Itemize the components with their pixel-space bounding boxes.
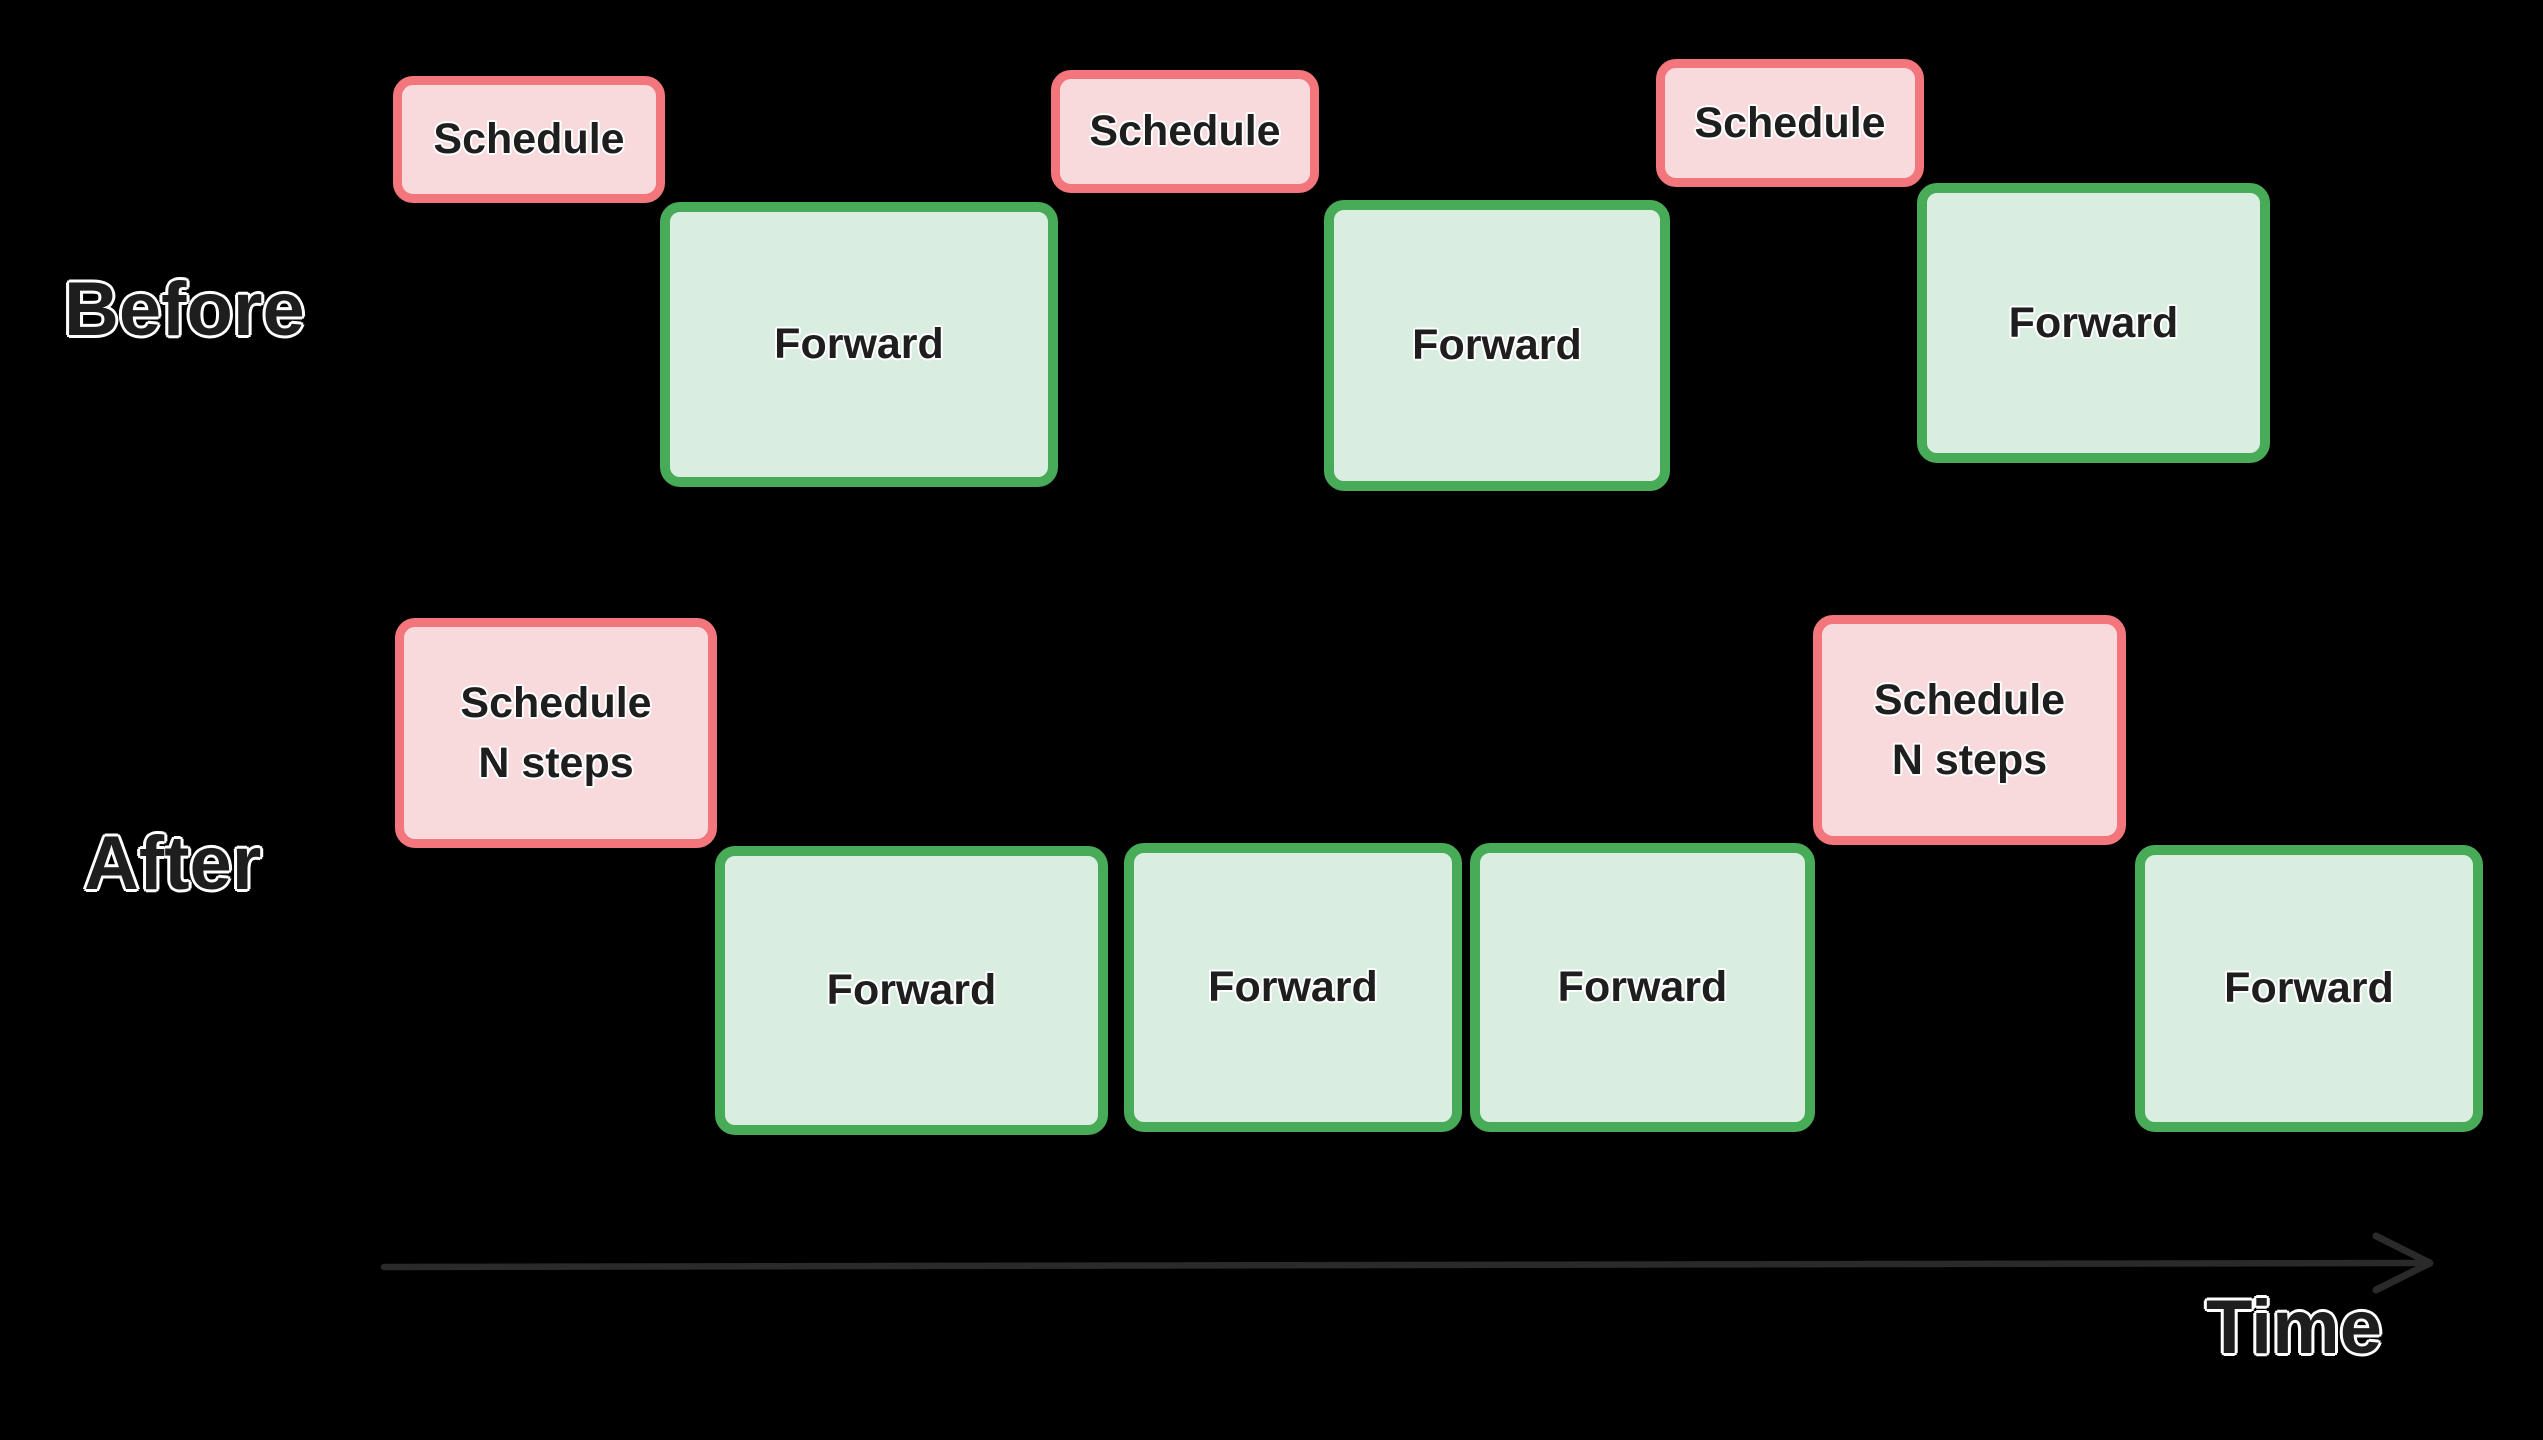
box-label: Schedule <box>1694 98 1886 147</box>
box-label: Forward <box>1208 963 1378 1012</box>
schedule-box: Schedule N steps <box>395 618 717 848</box>
box-label: Schedule <box>1089 107 1281 156</box>
forward-box: Forward <box>660 202 1058 487</box>
forward-box: Forward <box>2135 845 2483 1132</box>
box-label: Forward <box>2224 964 2394 1013</box>
forward-box: Forward <box>1124 843 1462 1132</box>
box-label: Forward <box>2008 298 2179 347</box>
arrowhead-icon <box>2372 1232 2434 1294</box>
box-label: Schedule N steps <box>1873 675 2066 784</box>
forward-box: Forward <box>1324 200 1670 491</box>
box-label: Schedule <box>433 115 625 164</box>
box-label: Forward <box>774 320 944 369</box>
section-label-after: After <box>84 821 262 906</box>
box-label: Forward <box>826 966 997 1015</box>
time-axis-label: Time <box>2206 1285 2383 1370</box>
schedule-box: Schedule <box>1656 59 1924 187</box>
forward-box: Forward <box>715 846 1108 1135</box>
schedule-box: Schedule <box>1051 70 1319 193</box>
schedule-box: Schedule N steps <box>1813 615 2126 845</box>
time-axis-line <box>380 1259 2428 1271</box>
box-label: Forward <box>1412 321 1582 370</box>
forward-box: Forward <box>1917 183 2270 463</box>
section-label-before: Before <box>64 267 305 352</box>
schedule-box: Schedule <box>393 76 665 203</box>
forward-box: Forward <box>1470 843 1815 1132</box>
box-label: Forward <box>1557 963 1728 1012</box>
box-label: Schedule N steps <box>460 678 652 787</box>
